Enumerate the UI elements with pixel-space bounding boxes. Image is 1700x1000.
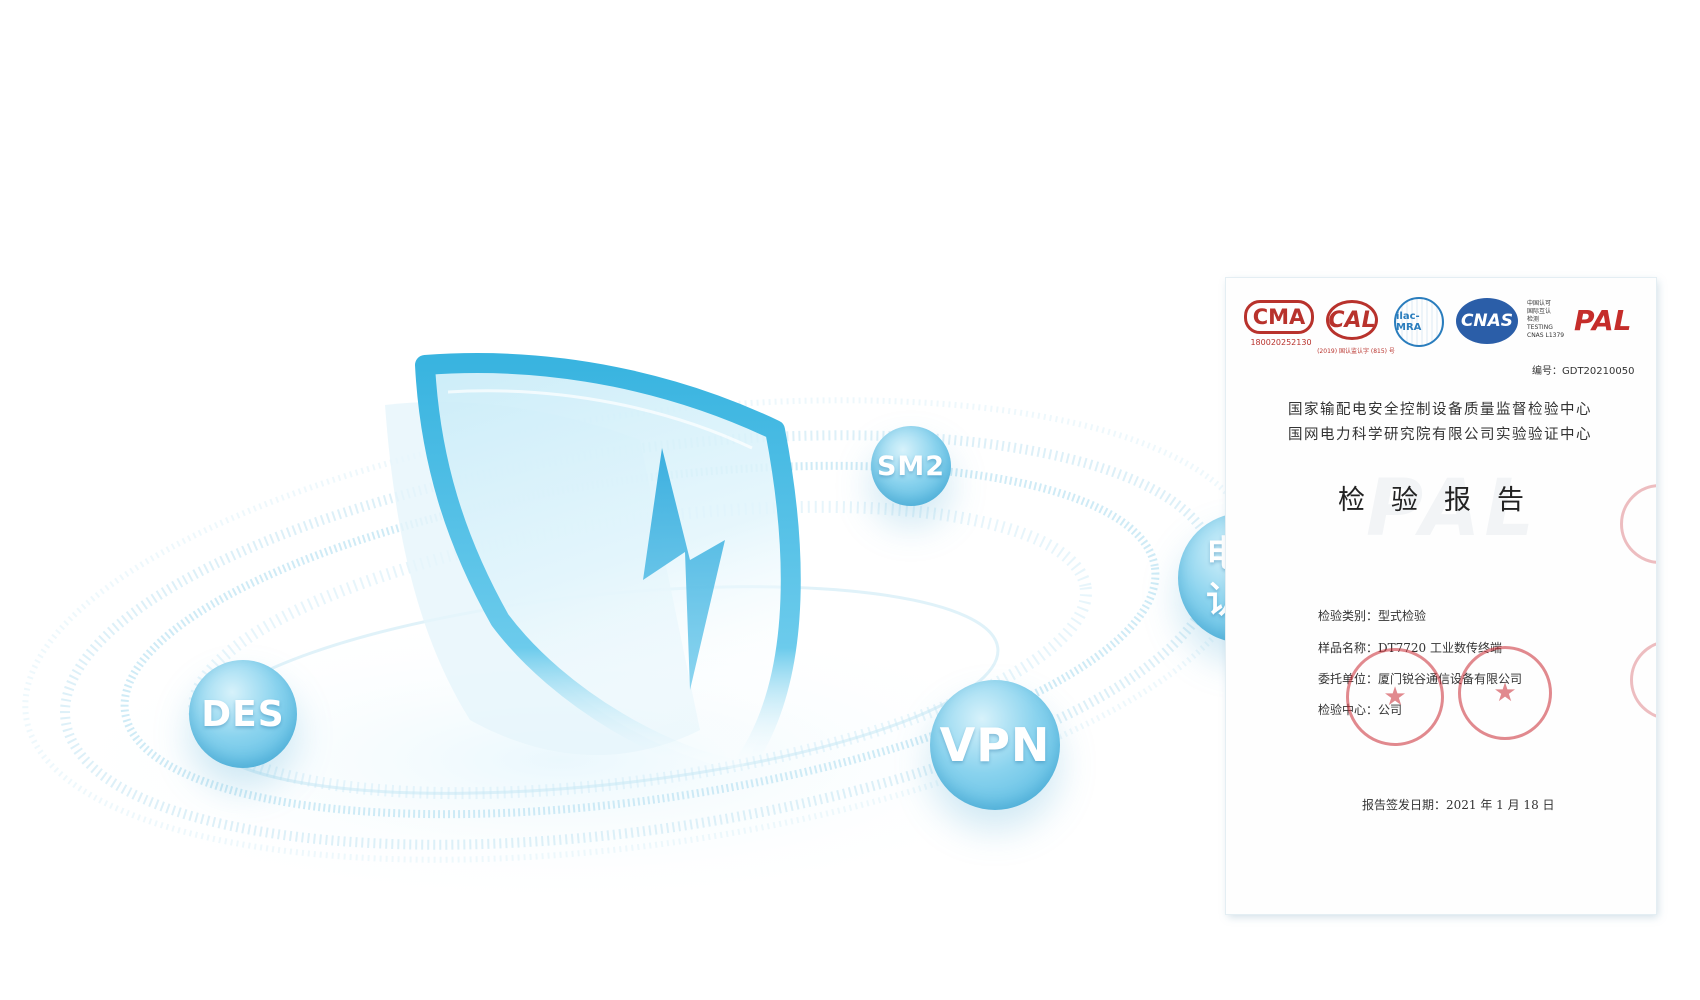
cma-logo: CMA [1244,300,1314,334]
star-icon: ★ [1383,682,1407,712]
red-seal-stamp: ★ [1346,648,1444,746]
cnas-side-text: 中国认可 国际互认 检测 TESTING CNAS L1379 [1527,300,1569,340]
report-number: 编号：GDT20210050 [1532,366,1635,377]
floor-glow [40,610,1080,910]
cnas-side-line: 中国认可 [1527,300,1552,307]
des-label: DES [201,693,285,735]
des-badge: DES [189,660,297,768]
red-seal-stamp [1630,640,1656,720]
red-seal-stamp [1620,484,1656,564]
ilac-mra-logo: ilac-MRA [1394,297,1444,347]
report-title: 检验报告 [1338,485,1550,516]
cnas-side-line: CNAS L1379 [1527,332,1565,339]
inspection-type-field: 检验类别：型式检验 [1318,609,1427,623]
cal-subtext: (2019) 国认监认字 (815) 号 [1317,348,1395,355]
issuing-organization-2: 国网电力科学研究院有限公司实验验证中心 [1288,427,1592,443]
lightning-bolt-icon [643,448,725,690]
pal-watermark: PAL [1366,464,1539,554]
sm2-label: SM2 [876,450,946,482]
cma-number: 180020252130 [1250,338,1312,347]
issue-date: 报告签发日期：2021 年 1 月 18 日 [1362,798,1555,812]
sample-name-field: 样品名称：DT7720 工业数传终端 [1318,641,1502,655]
cnas-logo: CNAS [1456,298,1518,344]
issuing-organization-1: 国家输配电安全控制设备质量监督检验中心 [1288,402,1592,418]
cnas-side-line: TESTING [1527,324,1553,331]
accreditation-logo-row: CMA 180020252130 CAL (2019) 国认监认字 (815) … [1244,297,1638,355]
inspection-report-document: PAL CMA 180020252130 CAL (2019) 国认监认字 (8… [1226,278,1656,914]
vpn-label: VPN [939,718,1051,772]
shield-icon [415,353,801,780]
red-seal-stamp: ★ [1458,646,1552,740]
sm2-badge: SM2 [871,426,951,506]
cal-logo: CAL [1326,300,1378,340]
vpn-badge: VPN [930,680,1060,810]
cnas-side-line: 检测 [1527,316,1540,323]
pal-logo: PAL [1574,304,1632,337]
cnas-side-line: 国际互认 [1527,308,1552,315]
star-icon: ★ [1493,678,1517,708]
